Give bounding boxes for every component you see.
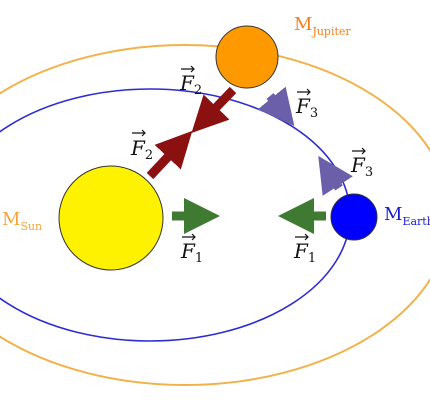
svg-text:F1: F1 [180,239,203,266]
jupiter-orbit [0,44,430,386]
earth-label: MEarth [384,204,430,228]
jupiter-body [215,25,279,89]
arrow-f2-from-jupiter [191,86,237,133]
arrow-f3-from-jupiter [257,86,295,126]
svg-text:F1: F1 [293,239,316,266]
label-f3-lower: F3 [350,147,373,180]
jupiter-label: MJupiter [294,14,351,38]
arrow-f3-from-earth [318,155,353,196]
svg-text:F2: F2 [130,136,153,163]
sun-body [58,165,164,271]
arrow-f2-from-sun [146,130,193,180]
label-f1-right: F1 [293,233,316,266]
label-f2-lower: F2 [130,129,153,163]
earth-body [330,193,378,241]
label-f1-left: F1 [180,233,203,266]
sun-label: MSun [2,209,42,233]
svg-text:F3: F3 [295,94,318,121]
label-f2-upper: F2 [179,65,202,98]
svg-text:F3: F3 [350,153,373,180]
svg-text:F2: F2 [179,71,202,98]
label-f3-upper: F3 [295,88,318,121]
